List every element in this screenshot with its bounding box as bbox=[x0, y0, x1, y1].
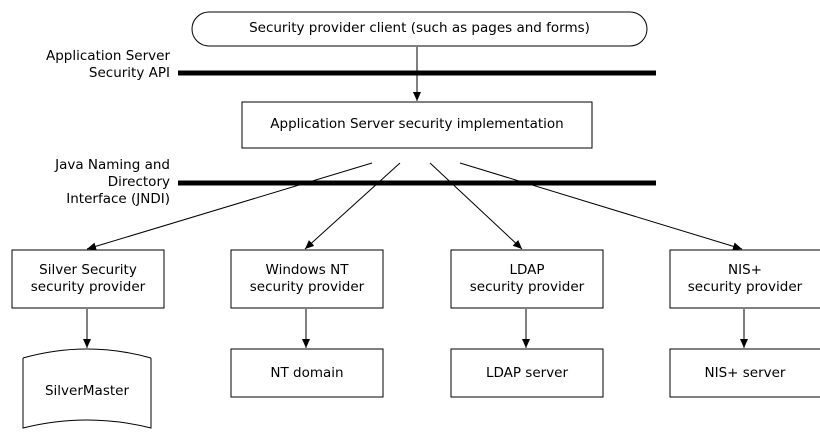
impl-to-nt-arrow bbox=[304, 162, 401, 250]
jndi-label-line: Java Naming and bbox=[55, 157, 170, 173]
database-cylinder bbox=[22, 348, 152, 429]
impl-to-silver-arrow bbox=[86, 162, 373, 251]
implementation-box bbox=[241, 101, 593, 149]
provider-label-nt: Windows NT security provider bbox=[231, 262, 383, 296]
provider-label-nis: NIS+ security provider bbox=[670, 262, 820, 296]
impl-to-nis-arrow bbox=[459, 162, 743, 251]
backend-box-nt bbox=[230, 348, 384, 398]
backend-label-nt: NT domain bbox=[270, 365, 344, 381]
backend-label-silver: SilverMaster bbox=[44, 383, 130, 399]
jndi-label-line: Interface (JNDI) bbox=[66, 191, 170, 207]
provider-name-line: Silver Security bbox=[39, 262, 137, 278]
backend-label-nis: NIS+ server bbox=[704, 365, 786, 381]
provider-box-nt bbox=[230, 249, 384, 309]
provider-box-silver bbox=[11, 249, 165, 309]
backend-box-ldap bbox=[450, 348, 604, 398]
provider-box-nis bbox=[669, 249, 820, 309]
provider-name-line: Windows NT bbox=[265, 262, 349, 278]
impl-to-ldap-arrow bbox=[429, 162, 523, 250]
provider-name-line: security provider bbox=[249, 279, 365, 295]
provider-label-ldap: LDAP security provider bbox=[451, 262, 603, 296]
backend-label-ldap: LDAP server bbox=[485, 365, 569, 381]
backend-box-nis bbox=[669, 348, 820, 398]
provider-name-line: security provider bbox=[687, 279, 803, 295]
provider-box-ldap bbox=[450, 249, 604, 309]
client-label: Security provider client (such as pages … bbox=[249, 20, 590, 36]
jndi-label: Java Naming and Directory Interface (JND… bbox=[0, 157, 170, 208]
client-box bbox=[191, 11, 648, 47]
provider-label-silver: Silver Security security provider bbox=[12, 262, 164, 296]
security-api-label: Application Server Security API bbox=[0, 48, 170, 82]
security-api-label-line: Application Server bbox=[46, 48, 170, 64]
implementation-label: Application Server security implementati… bbox=[270, 116, 564, 132]
provider-name-line: security provider bbox=[30, 279, 146, 295]
provider-name-line: security provider bbox=[469, 279, 585, 295]
jndi-label-line: Directory bbox=[107, 174, 170, 190]
provider-name-line: LDAP bbox=[509, 262, 545, 278]
security-api-label-line: Security API bbox=[88, 65, 170, 81]
provider-name-line: NIS+ bbox=[728, 262, 762, 278]
